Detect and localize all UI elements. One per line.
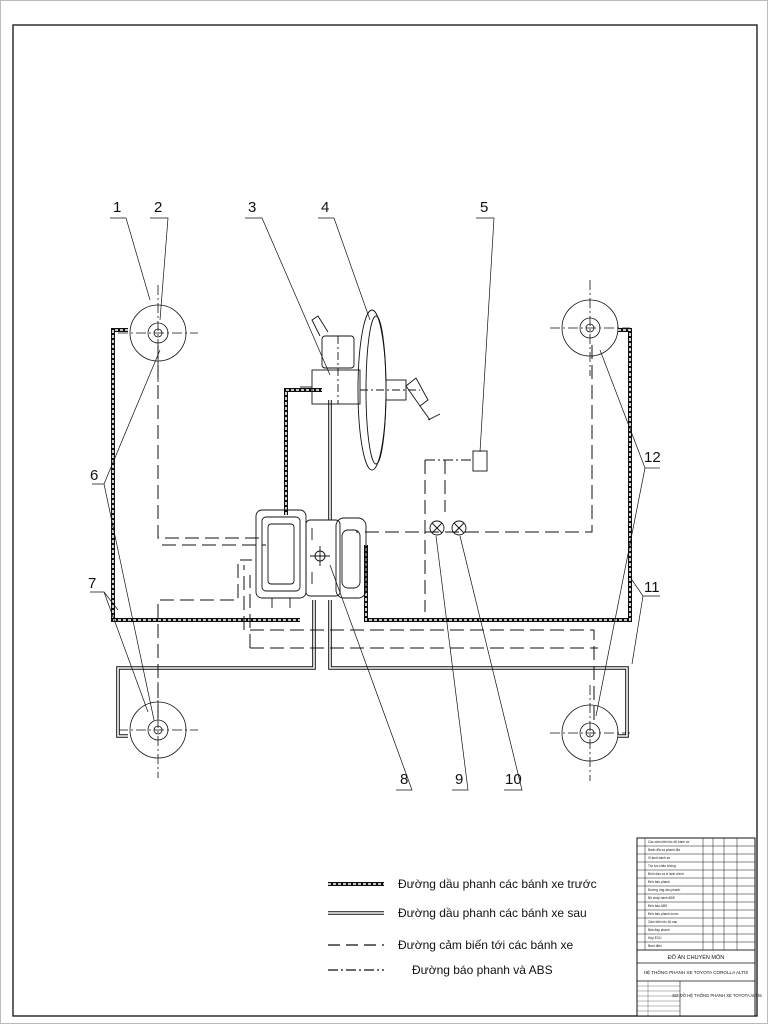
callout-5: 5 <box>480 199 488 216</box>
parts-list-row: Đèn báo phanh trước <box>648 912 679 916</box>
parts-list-row: Bộ chấp hành ABS <box>648 896 675 900</box>
vacuum-booster <box>357 309 441 471</box>
front-brake-lines <box>111 328 632 622</box>
callout-2: 2 <box>154 199 162 216</box>
legend-label-front: Đường dầu phanh các bánh xe trước <box>398 877 597 891</box>
callout-10: 10 <box>505 771 522 788</box>
callout-6: 6 <box>90 467 98 484</box>
callout-numbers: 1 2 3 4 5 6 7 8 9 10 11 12 <box>88 199 661 788</box>
wheel-rear-left <box>118 682 198 778</box>
parts-list-row: Xi lanh bánh xe <box>648 856 670 860</box>
callout-11: 11 <box>644 579 660 596</box>
callout-9: 9 <box>455 771 463 788</box>
warning-lamp-brake <box>429 520 445 536</box>
legend-item-rear: Đường dầu phanh các bánh xe sau <box>328 906 587 920</box>
sensor-lines <box>157 345 598 720</box>
parts-list-row: Bình dầu và xi lanh chính <box>648 872 684 876</box>
parts-list-row: Đèn báo phanh <box>648 880 670 884</box>
parts-list-row: Hộp ECU <box>648 936 662 940</box>
parts-list-row: Các cảm biến tốc độ bánh xe <box>648 840 690 844</box>
parts-list-row: Bánh đĩa và phanh đĩa <box>648 848 680 852</box>
course-title: ĐỒ ÁN CHUYÊN MÔN <box>668 953 725 961</box>
abs-ecu-box <box>472 450 488 472</box>
parts-list-row: Trợ lực chân không <box>648 864 676 868</box>
warning-lamp-abs <box>451 520 467 536</box>
drawing-frame <box>12 24 758 1017</box>
callout-8: 8 <box>400 771 408 788</box>
legend-label-warning: Đường báo phanh và ABS <box>412 963 553 977</box>
callout-3: 3 <box>248 199 256 216</box>
project-title: HỆ THỐNG PHANH XE TOYOTA COROLLA ALTIS <box>644 968 749 975</box>
parts-list-row: Đường ống dầu phanh <box>648 888 680 892</box>
callout-12: 12 <box>644 449 661 466</box>
legend-item-front: Đường dầu phanh các bánh xe trước <box>328 877 597 891</box>
master-cylinder <box>300 315 361 405</box>
title-block: Các cảm biến tốc độ bánh xe Bánh đĩa và p… <box>636 837 762 1017</box>
legend-item-sensor: Đường cảm biến tới các bánh xe <box>328 938 574 952</box>
callout-7: 7 <box>88 575 96 592</box>
callout-4: 4 <box>321 199 329 216</box>
leader-lines <box>90 217 660 791</box>
drawing-title: SƠ ĐỒ HỆ THỐNG PHANH XE TOYOTA ALTIS <box>672 993 762 998</box>
callout-1: 1 <box>113 199 121 216</box>
rear-brake-lines <box>116 400 629 738</box>
legend-item-warning: Đường báo phanh và ABS <box>328 963 553 977</box>
legend-label-sensor: Đường cảm biến tới các bánh xe <box>398 938 574 952</box>
parts-list-row: Bơm điện <box>648 944 662 948</box>
wheel-rear-right <box>550 685 630 781</box>
abs-actuator <box>255 509 367 608</box>
parts-list-row: Đèn báo ABS <box>648 904 667 908</box>
legend-label-rear: Đường dầu phanh các bánh xe sau <box>398 906 587 920</box>
legend: Đường dầu phanh các bánh xe trước Đường … <box>328 877 597 977</box>
parts-list-row: Bàn đạp phanh <box>648 928 670 932</box>
parts-list-row: Cảm biến tốc độ sau <box>648 920 677 924</box>
